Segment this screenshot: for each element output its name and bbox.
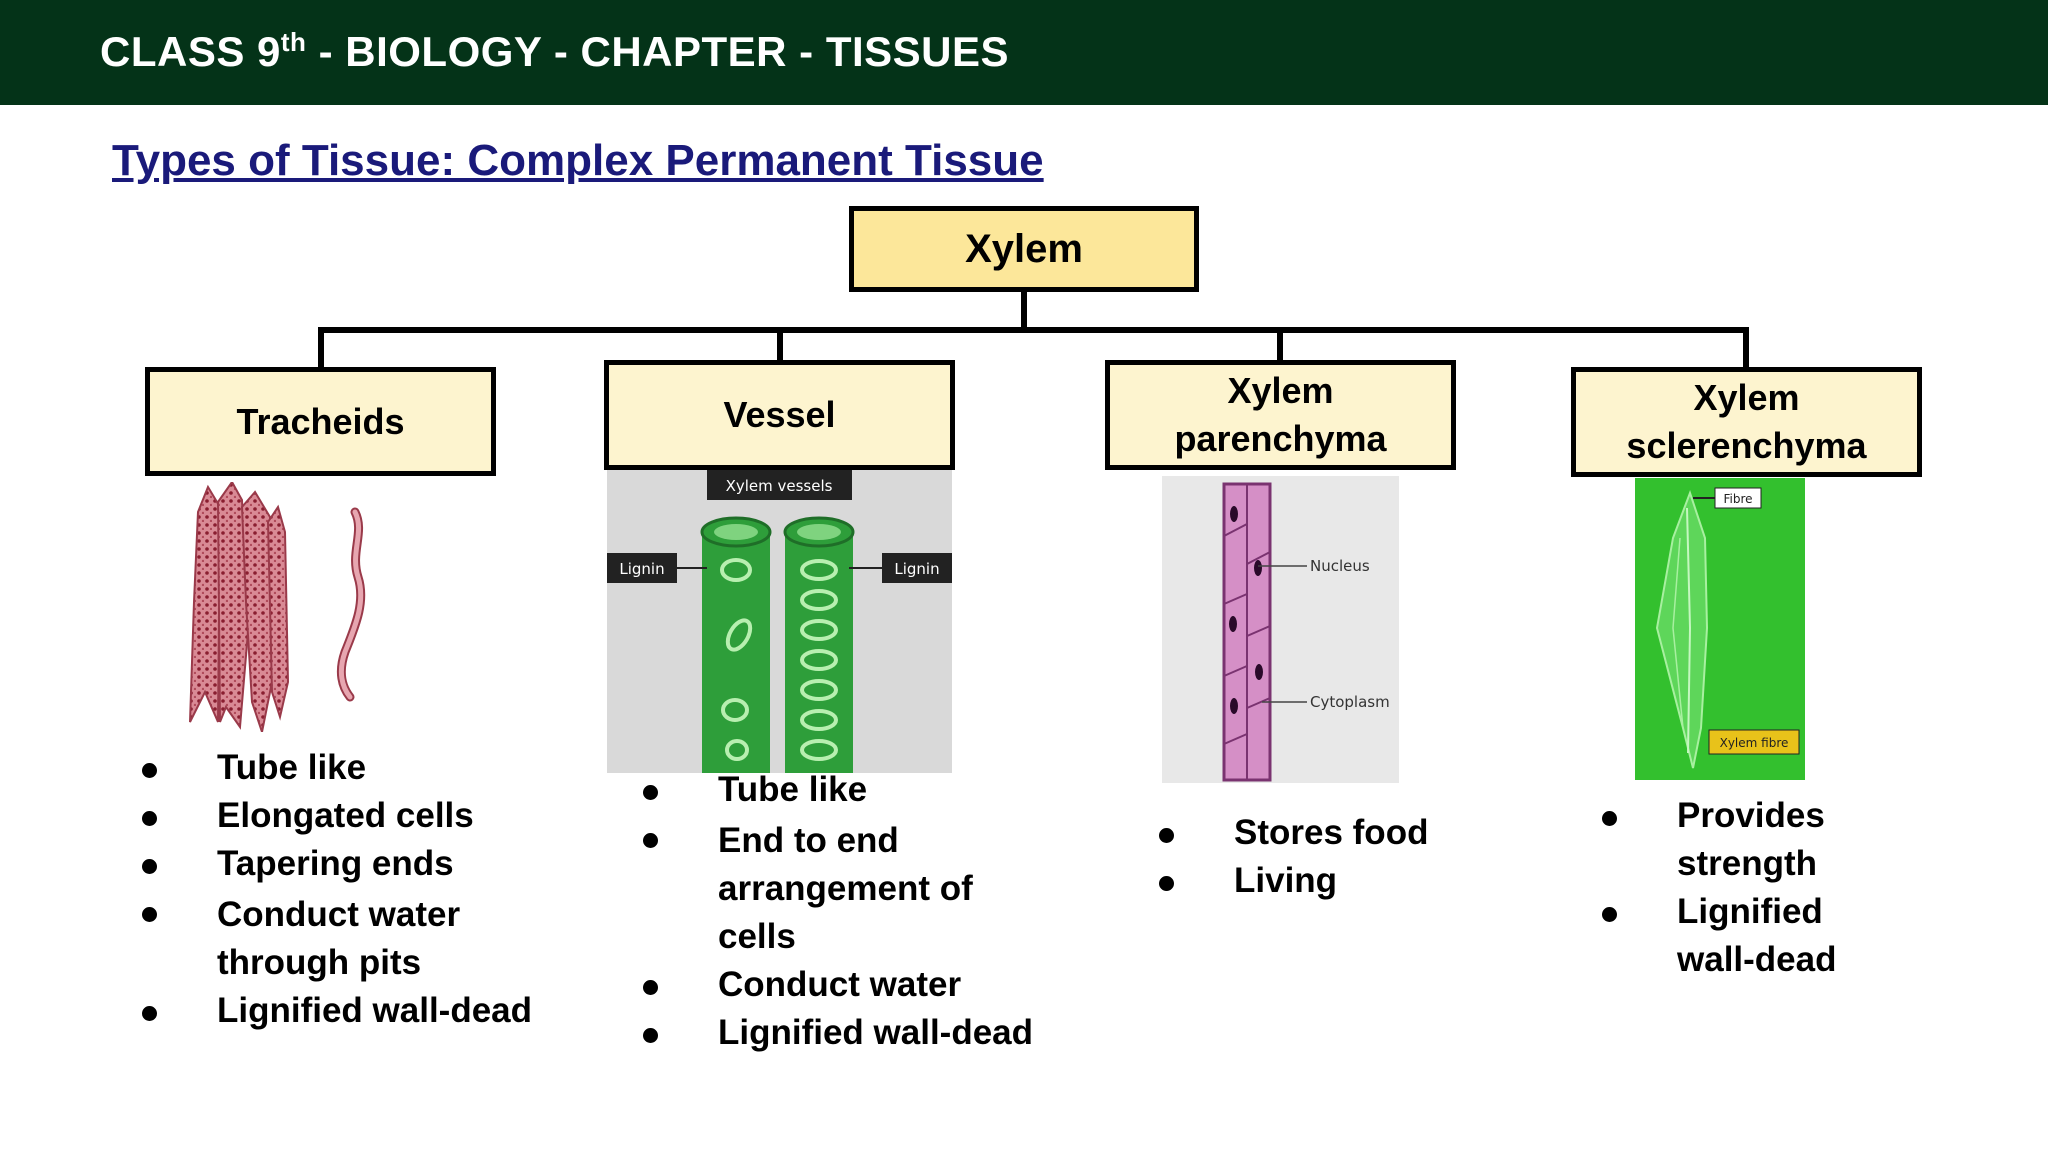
vessel-label: Vessel — [723, 394, 836, 435]
slide-title: Types of Tissue: Complex Permanent Tissu… — [112, 136, 1044, 185]
list-item: End to end arrangement of cells — [643, 814, 1043, 961]
xylem-parenchyma-points: Stores food Living — [1159, 809, 1509, 905]
list-item: Living — [1159, 857, 1509, 905]
tracheids-box: Tracheids — [145, 367, 496, 476]
list-item: Lignified wall-dead — [643, 1009, 1043, 1057]
tracheids-points: Tube like Elongated cells Tapering ends … — [142, 744, 562, 1035]
xylem-root-box: Xylem — [849, 206, 1199, 292]
header-title-prefix: CLASS 9 — [100, 28, 281, 75]
xylem-sclerenchyma-points: Provides strength Lignified wall-dead — [1602, 792, 1932, 984]
xylem-parenchyma-illustration: Nucleus Cytoplasm — [1162, 476, 1399, 783]
lignin-left-label: Lignin — [619, 560, 664, 578]
list-item: Conduct water through pits — [142, 888, 562, 987]
list-item: Elongated cells — [142, 792, 562, 840]
vessel-points: Tube like End to end arrangement of cell… — [643, 766, 1043, 1057]
nucleus-label: Nucleus — [1310, 557, 1370, 575]
list-item: Provides strength — [1602, 792, 1932, 888]
xylem-parenchyma-box: Xylem parenchyma — [1105, 360, 1456, 470]
list-item: Lignified wall-dead — [142, 987, 562, 1035]
cytoplasm-label: Cytoplasm — [1310, 693, 1390, 711]
list-item: Lignified wall-dead — [1602, 888, 1932, 984]
xylem-root-label: Xylem — [965, 227, 1083, 271]
vessel-illustration: Xylem vessels Lignin Lignin — [607, 470, 952, 773]
list-item: Tube like — [142, 744, 562, 792]
tracheids-illustration — [189, 482, 366, 732]
xylem-fibre-label: Xylem fibre — [1720, 736, 1789, 750]
header-title-superscript: th — [280, 27, 307, 57]
list-item: Stores food — [1159, 809, 1509, 857]
tracheids-label: Tracheids — [236, 400, 405, 442]
xylem-sclerenchyma-illustration: Fibre Xylem fibre — [1635, 478, 1805, 780]
header-title: CLASS 9th - BIOLOGY - CHAPTER - TISSUES — [100, 28, 1009, 76]
xylem-sclerenchyma-box: Xylem sclerenchyma — [1571, 367, 1922, 477]
fibre-label: Fibre — [1723, 492, 1752, 506]
list-item: Tube like — [643, 766, 1043, 814]
list-item: Tapering ends — [142, 840, 562, 888]
vessel-box: Vessel — [604, 360, 955, 470]
header-title-suffix: - BIOLOGY - CHAPTER - TISSUES — [306, 28, 1010, 75]
lignin-right-label: Lignin — [894, 560, 939, 578]
xylem-vessels-label: Xylem vessels — [726, 477, 833, 495]
xylem-sclerenchyma-label: Xylem sclerenchyma — [1626, 377, 1867, 466]
list-item: Conduct water — [643, 961, 1043, 1009]
xylem-parenchyma-label: Xylem parenchyma — [1174, 370, 1387, 459]
header-bar — [0, 0, 2048, 105]
